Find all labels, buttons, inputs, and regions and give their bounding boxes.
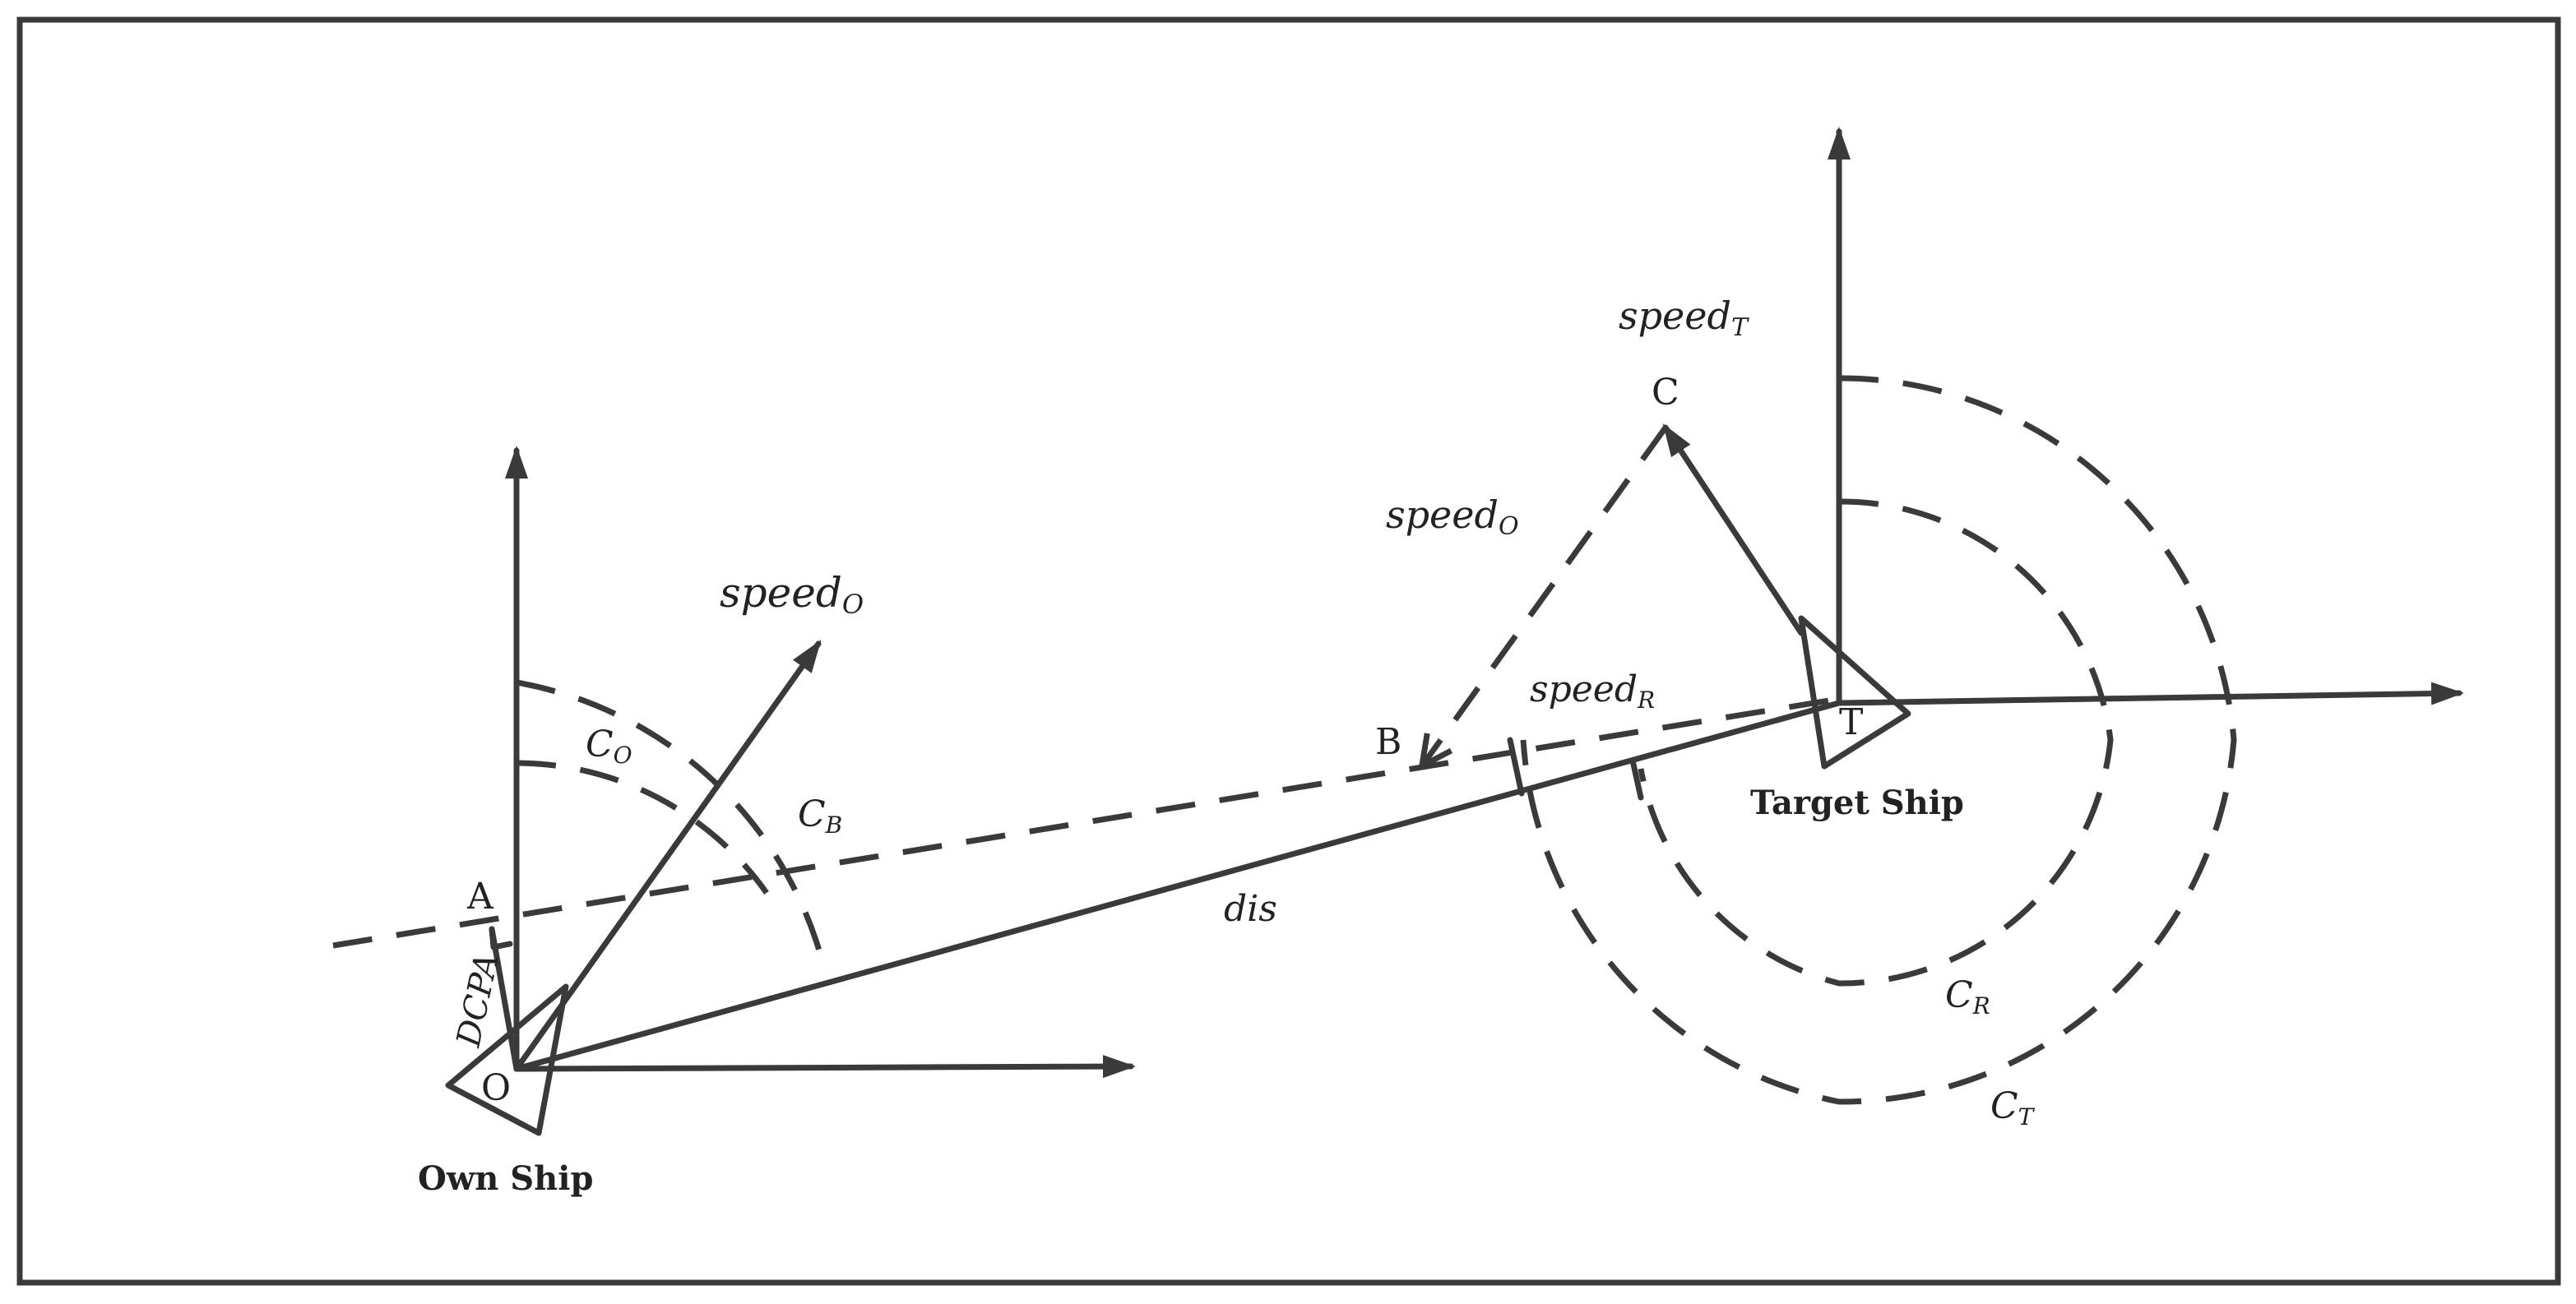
target-ship-marker [1798, 615, 1911, 770]
dcpa-line [489, 926, 520, 1072]
target-east-axis [1836, 682, 2464, 706]
point-c-label: C [1652, 372, 1679, 414]
speed-own-transfer-label: speedO [1386, 492, 1519, 541]
distance-line [513, 700, 1842, 1072]
target-ship-label: Target Ship [1750, 784, 1964, 822]
target-speed-vector [1662, 423, 1805, 636]
co-angle-label: CO [586, 724, 632, 769]
own-east-axis [513, 1055, 1136, 1079]
speed-target-label: speedT [1619, 294, 1749, 342]
cb-angle-label: CB [798, 793, 842, 839]
dcpa-right-angle [489, 926, 513, 950]
ct-angle-label: CT [1990, 1085, 2036, 1131]
diagram-frame [16, 16, 2561, 1286]
point-b-label: B [1375, 721, 1402, 763]
point-t-label: T [1839, 701, 1863, 743]
tick-mark-2 [1629, 757, 1644, 801]
tick-mark-1 [1507, 737, 1525, 797]
own-speed-vector [513, 640, 822, 1072]
point-a-label: A [466, 876, 494, 918]
course-arc-cb [516, 679, 826, 963]
own-speed-transfer-line [1423, 425, 1668, 765]
own-ship-marker [445, 983, 569, 1136]
course-arc-cr [1638, 498, 2114, 987]
course-arc-ct [1520, 375, 2237, 1105]
speed-relative-label: speedR [1530, 668, 1655, 714]
distance-label: dis [1224, 888, 1277, 930]
cr-angle-label: CR [1945, 974, 1990, 1020]
course-arc-co [516, 760, 769, 895]
speed-own-label: speedO [720, 569, 864, 620]
point-o-label: O [481, 1067, 511, 1109]
own-ship-label: Own Ship [418, 1159, 593, 1198]
